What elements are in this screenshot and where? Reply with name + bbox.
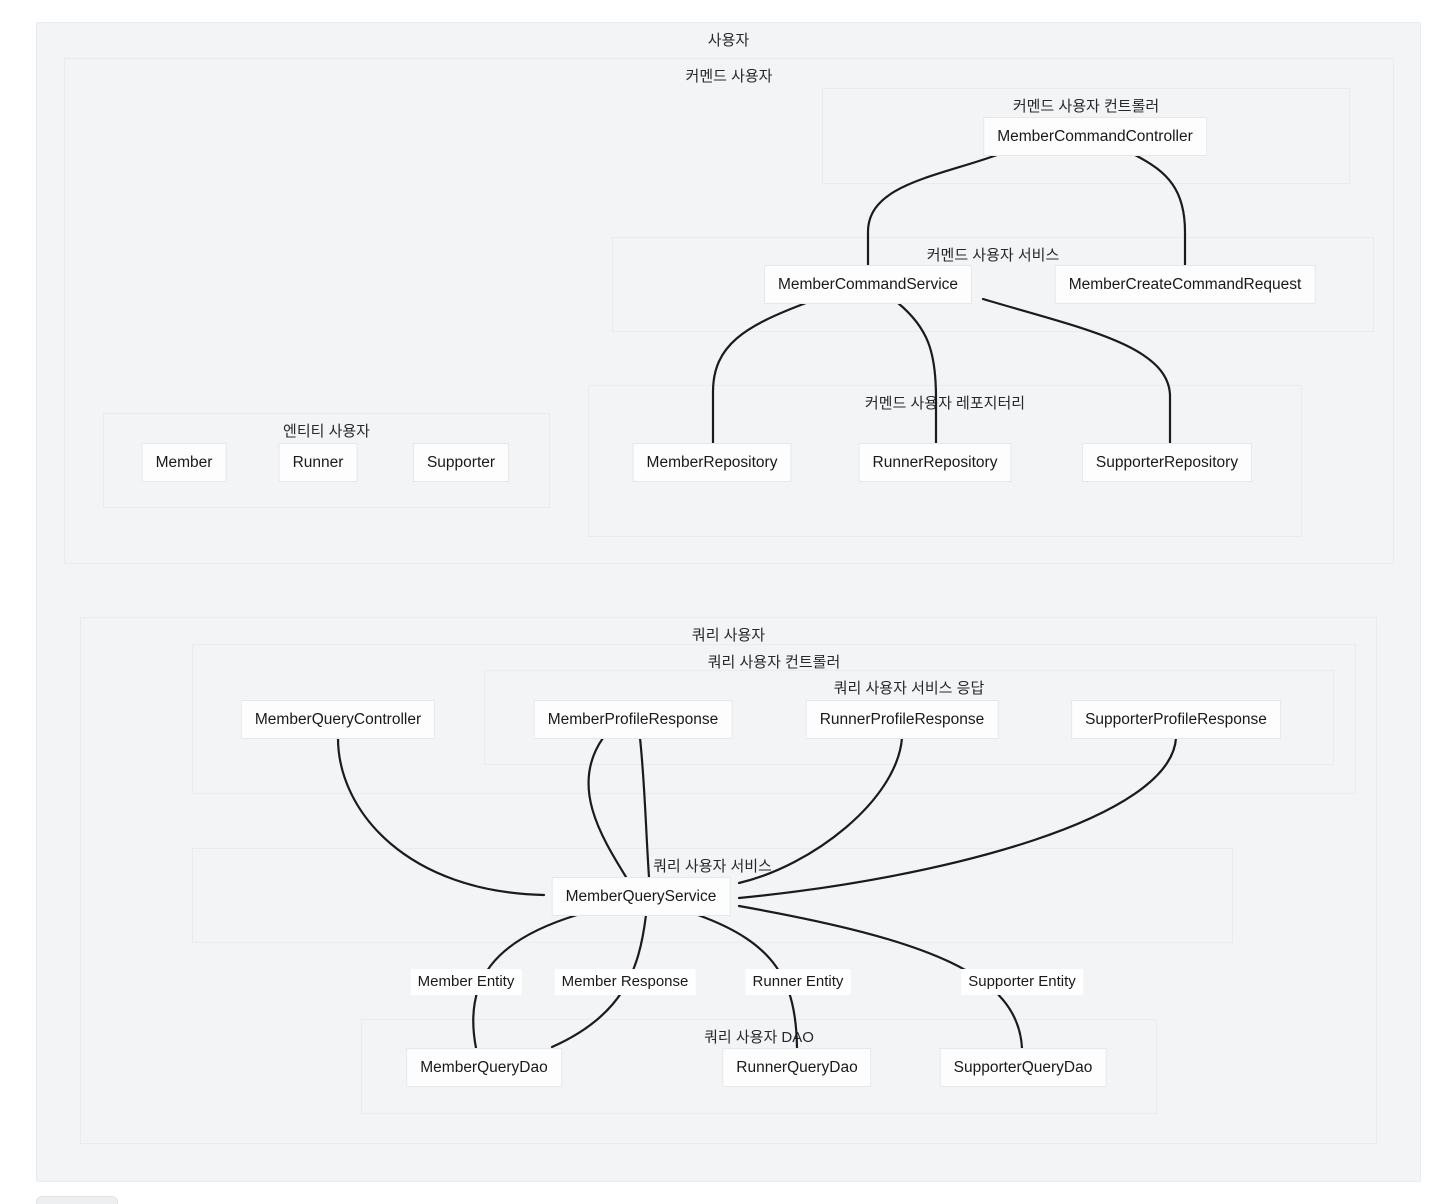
edge-controller-to-command-service [866, 153, 999, 267]
edge-query-service-to-supporter-dao [737, 904, 1024, 1050]
edge-query-service-to-runner-dao [696, 913, 799, 1050]
node-member-query-controller: MemberQueryController [240, 700, 436, 739]
node-runner-repository: RunnerRepository [858, 443, 1012, 482]
edge-label-runner-entity: Runner Entity [745, 969, 851, 995]
edge-member-profile-response-to-query-service-b [638, 736, 651, 879]
node-supporter-profile-response: SupporterProfileResponse [1071, 700, 1281, 739]
edge-command-service-to-member-repository [711, 301, 808, 445]
edge-query-controller-to-query-service [336, 736, 546, 897]
edge-query-service-to-member-dao-entity [472, 913, 579, 1050]
node-supporter-query-dao: SupporterQueryDao [939, 1048, 1107, 1087]
edge-supporter-profile-response-to-query-service [737, 736, 1178, 900]
edge-label-supporter-entity: Supporter Entity [961, 969, 1083, 995]
node-member-command-service: MemberCommandService [763, 265, 973, 304]
node-runner: Runner [278, 443, 358, 482]
bottom-left-partial-button[interactable] [36, 1196, 118, 1204]
node-member-create-command-request: MemberCreateCommandRequest [1054, 265, 1316, 304]
node-member-command-controller: MemberCommandController [983, 117, 1207, 156]
node-member-query-service: MemberQueryService [551, 877, 731, 916]
node-member-query-dao: MemberQueryDao [406, 1048, 562, 1087]
node-supporter: Supporter [412, 443, 510, 482]
node-member-repository: MemberRepository [632, 443, 792, 482]
node-member-profile-response: MemberProfileResponse [533, 700, 733, 739]
node-member: Member [141, 443, 227, 482]
edge-command-service-to-runner-repository [896, 301, 938, 445]
edge-label-member-response: Member Response [554, 969, 696, 995]
edge-command-service-to-supporter-repository [981, 297, 1172, 445]
edge-runner-profile-response-to-query-service [737, 736, 904, 885]
node-runner-query-dao: RunnerQueryDao [722, 1048, 872, 1087]
node-runner-profile-response: RunnerProfileResponse [805, 700, 999, 739]
group-user: 사용자 [36, 22, 1421, 1182]
edge-controller-to-create-request [1133, 153, 1187, 267]
edge-label-member-entity: Member Entity [410, 969, 522, 995]
node-supporter-repository: SupporterRepository [1081, 443, 1253, 482]
edge-member-profile-response-to-query-service-a [587, 736, 628, 879]
